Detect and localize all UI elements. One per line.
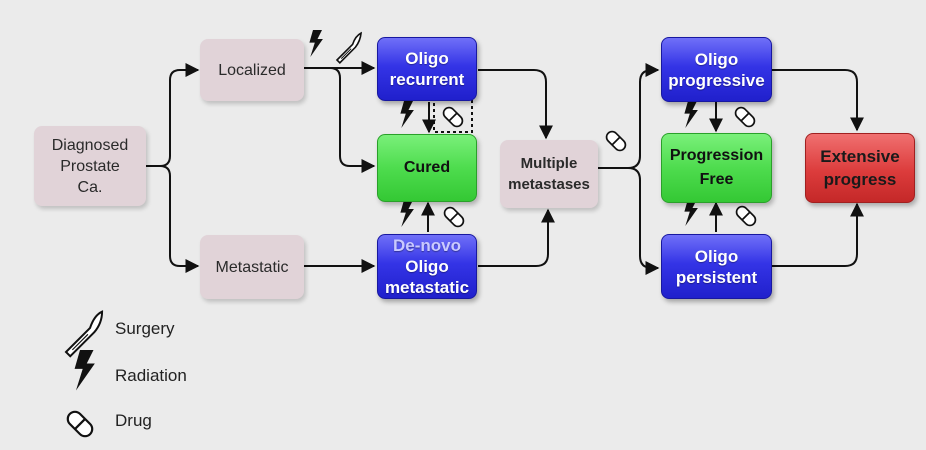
edge-multiple-progressive	[598, 63, 660, 169]
lightning-icon	[309, 30, 323, 57]
node-localized-label: Localized	[218, 61, 286, 79]
legend-surgery-label: Surgery	[115, 319, 175, 338]
edge-diagnosed-localized	[144, 63, 200, 167]
node-diagnosed: Diagnosed Prostate Ca.	[34, 126, 146, 206]
lightning-icon	[400, 101, 414, 128]
scalpel-icon	[335, 31, 362, 64]
edge-recurrent-multiple	[478, 69, 553, 140]
pill-icon	[732, 104, 758, 130]
edge-progressive-extensive	[772, 69, 864, 132]
lightning-icon	[684, 199, 698, 226]
node-extensive-progress-label: Extensive progress	[820, 147, 900, 189]
node-oligo-persistent-label: Oligo persistent	[675, 246, 758, 287]
node-progression-free: Progression Free	[661, 133, 772, 203]
pill-icon	[733, 203, 759, 229]
node-denovo-prefix: De-novo	[393, 236, 461, 255]
node-diagnosed-label: Diagnosed Prostate Ca.	[51, 136, 129, 196]
node-denovo-label: Oligo metastatic	[384, 257, 470, 297]
node-localized: Localized	[200, 39, 304, 101]
scalpel-icon	[64, 310, 104, 358]
node-metastatic: Metastatic	[200, 235, 304, 299]
pill-icon	[603, 128, 629, 154]
node-cured-label: Cured	[403, 159, 451, 176]
node-multiple-metastases-label: Multiple metastases	[508, 155, 590, 193]
lightning-icon	[400, 200, 414, 227]
lightning-icon	[684, 101, 698, 128]
node-multiple-metastases: Multiple metastases	[500, 140, 598, 208]
legend-radiation-label: Radiation	[115, 366, 187, 385]
node-metastatic-label: Metastatic	[215, 258, 289, 276]
edge-denovo-multiple	[478, 208, 555, 267]
edge-diagnosed-metastatic	[159, 165, 200, 273]
node-denovo-oligo-metastatic: De-novo Oligo metastatic	[377, 234, 477, 299]
edge-multiple-persistent	[627, 167, 660, 275]
pill-icon	[441, 204, 467, 230]
legend-drug-label: Drug	[115, 411, 152, 430]
node-oligo-recurrent-label: Oligo recurrent	[389, 49, 465, 89]
node-cured: Cured	[377, 134, 477, 202]
node-oligo-progressive-label: Oligo progressive	[668, 49, 765, 90]
pill-icon	[63, 407, 97, 441]
node-oligo-persistent: Oligo persistent	[661, 234, 772, 299]
node-oligo-recurrent: Oligo recurrent	[377, 37, 477, 101]
edge-localized-cured	[329, 67, 376, 173]
edge-persistent-extensive	[772, 202, 864, 267]
node-extensive-progress: Extensive progress	[805, 133, 915, 203]
pill-icon	[440, 104, 466, 130]
lightning-icon	[74, 350, 95, 391]
node-oligo-progressive: Oligo progressive	[661, 37, 772, 102]
node-progression-free-label: Progression Free	[669, 147, 764, 188]
